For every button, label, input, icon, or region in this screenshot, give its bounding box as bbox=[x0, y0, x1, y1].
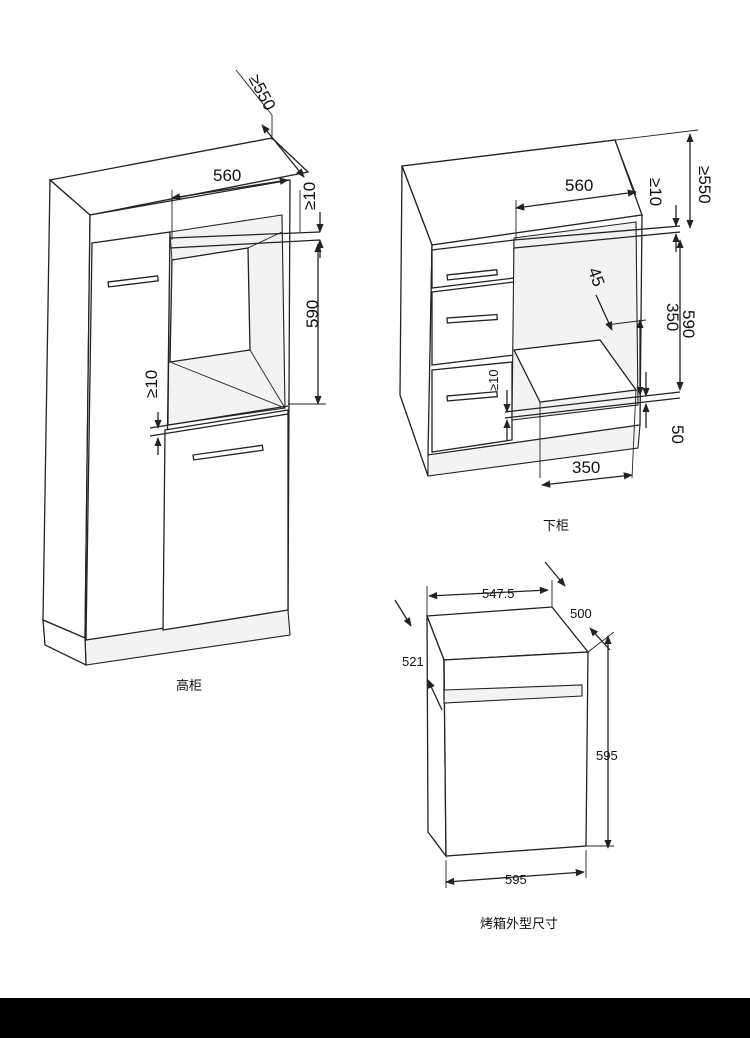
oven-depth-left-label: 521 bbox=[402, 654, 424, 669]
oven-height-label: 595 bbox=[596, 748, 618, 763]
tall-cabinet-plinth-side bbox=[42, 618, 87, 667]
door-handle bbox=[192, 444, 264, 461]
base-plinth-label: 50 bbox=[668, 425, 687, 444]
base-gap-bottom-label: ≥10 bbox=[486, 369, 501, 391]
base-width-label: 560 bbox=[565, 176, 593, 195]
tall-depth-label: ≥550 bbox=[245, 71, 279, 113]
oven-front bbox=[443, 651, 589, 857]
drawer-handle bbox=[446, 313, 498, 324]
bottom-black-bar bbox=[0, 998, 750, 1038]
base-bottom-width-label: 350 bbox=[572, 458, 600, 477]
oven-top-width-label: 547.5 bbox=[482, 586, 515, 601]
base-gap-top-label: ≥10 bbox=[646, 178, 665, 206]
tall-cabinet-caption: 高柜 bbox=[176, 678, 202, 694]
drawer-2 bbox=[431, 281, 515, 366]
tall-height-label: 590 bbox=[303, 300, 322, 328]
drawer-handle bbox=[446, 390, 498, 402]
oven-depth-right-label: 500 bbox=[570, 606, 592, 621]
base-cabinet-figure: 560 ≥10 ≥550 45 590 350 ≥10 50 350 下柜 bbox=[399, 129, 714, 534]
oven-width-label: 595 bbox=[505, 872, 527, 887]
oven-figure: 547.5 500 521 595 595 烤箱外型尺寸 bbox=[394, 561, 618, 932]
base-cabinet-plinth bbox=[427, 424, 641, 477]
tall-gap-top-label: ≥10 bbox=[300, 182, 319, 210]
oven-top bbox=[426, 606, 590, 661]
tall-gap-bottom-label: ≥10 bbox=[142, 370, 161, 398]
tall-width-label: 560 bbox=[213, 166, 241, 185]
niche-back bbox=[169, 247, 251, 363]
tall-cabinet-lower-door bbox=[162, 409, 289, 631]
drawer-handle bbox=[446, 269, 498, 281]
tall-cabinet-left-door bbox=[85, 231, 171, 641]
base-shelf-label: 350 bbox=[663, 303, 682, 331]
base-height-label: 590 bbox=[679, 310, 698, 338]
drawer-3 bbox=[431, 361, 513, 453]
oven-caption: 烤箱外型尺寸 bbox=[480, 916, 558, 932]
door-handle bbox=[107, 275, 159, 288]
base-depth-label: ≥550 bbox=[695, 166, 714, 204]
tall-cabinet-figure: ≥550 560 ≥10 590 ≥10 高柜 bbox=[42, 69, 326, 694]
tall-cabinet-side bbox=[42, 178, 91, 639]
base-cabinet-caption: 下柜 bbox=[543, 519, 569, 534]
